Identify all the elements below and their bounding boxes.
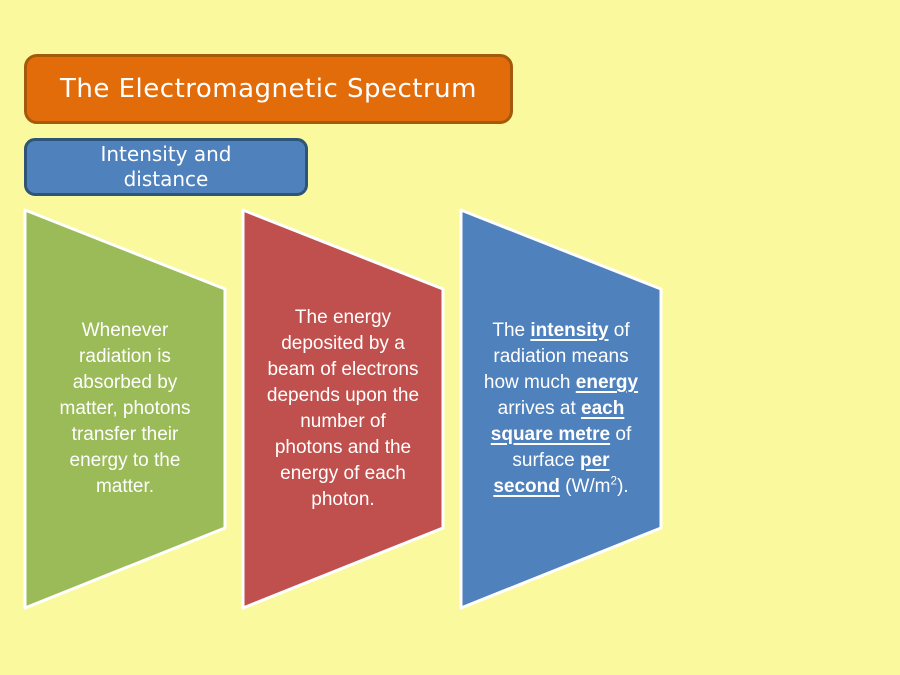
slide-title: The Electromagnetic Spectrum [60, 74, 477, 104]
chevron-shape-blue [459, 208, 663, 610]
chevron-shape-red [241, 208, 445, 610]
title-banner: The Electromagnetic Spectrum [24, 54, 513, 124]
chevron-shape-green [23, 208, 227, 610]
